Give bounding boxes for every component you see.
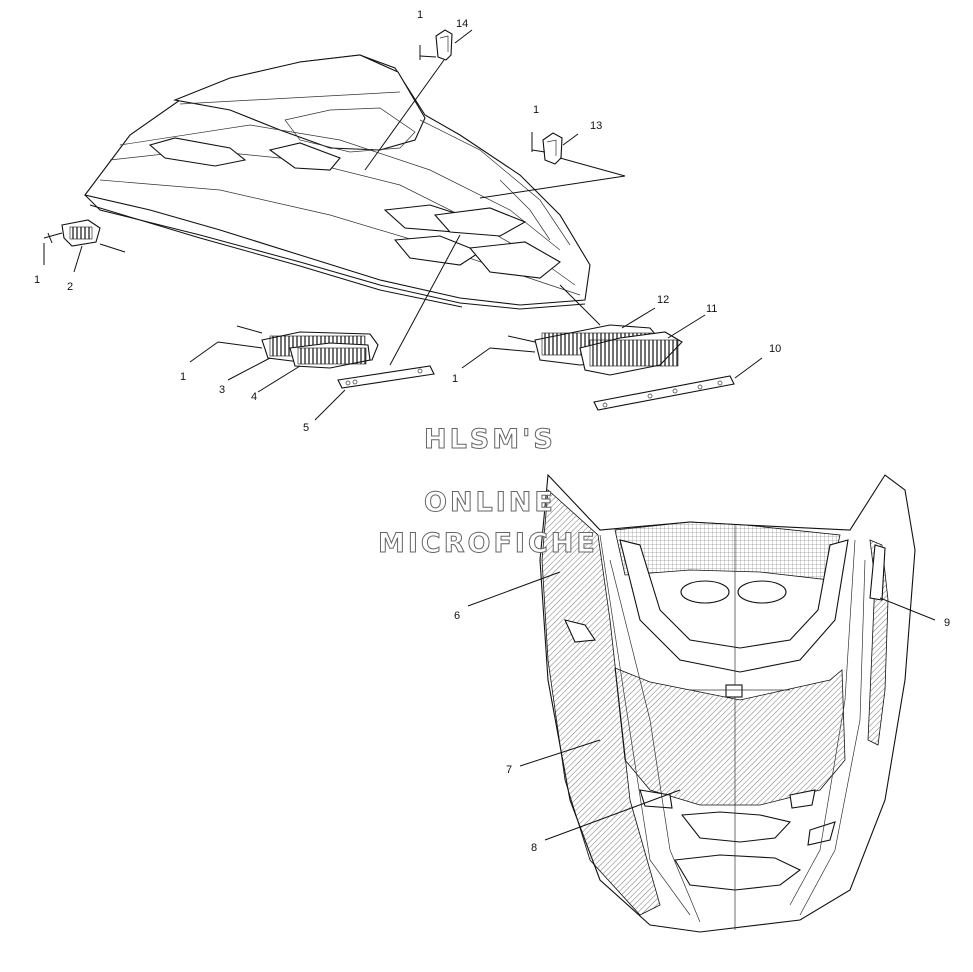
callout-10: 10 bbox=[769, 343, 781, 355]
hood-front-view bbox=[467, 473, 936, 933]
part-10-trim-strip bbox=[593, 357, 763, 411]
callout-2: 2 bbox=[67, 281, 73, 293]
callout-9: 9 bbox=[944, 617, 950, 629]
callout-1-top: 1 bbox=[417, 9, 423, 21]
callout-3: 3 bbox=[219, 384, 225, 396]
callout-6: 6 bbox=[454, 610, 460, 622]
callout-12: 12 bbox=[657, 294, 669, 306]
watermark: HLSM'S ONLINE MICROFICHE bbox=[378, 424, 598, 560]
part-5-trim-strip bbox=[314, 234, 461, 421]
hood-side-view bbox=[84, 54, 591, 310]
part-2-side-vent bbox=[43, 219, 126, 273]
parts-3-4-left-grille bbox=[189, 325, 379, 393]
callout-1-right: 1 bbox=[533, 104, 539, 116]
callout-8: 8 bbox=[531, 842, 537, 854]
watermark-line-1: HLSM'S bbox=[424, 424, 556, 455]
callout-1-left: 1 bbox=[34, 274, 40, 286]
part-14-small-vent bbox=[364, 29, 473, 171]
callout-14: 14 bbox=[456, 18, 468, 30]
callout-5: 5 bbox=[303, 422, 309, 434]
callout-7: 7 bbox=[506, 764, 512, 776]
callout-labels: 1 14 1 13 1 2 12 11 10 1 3 4 1 5 6 9 7 8 bbox=[34, 9, 950, 854]
callout-4: 4 bbox=[251, 391, 257, 403]
callout-1-mid-right: 1 bbox=[452, 373, 458, 385]
callout-13: 13 bbox=[590, 120, 602, 132]
callout-11: 11 bbox=[706, 303, 717, 315]
part-13-small-vent bbox=[479, 132, 626, 199]
callout-1-mid-left: 1 bbox=[180, 371, 186, 383]
watermark-line-2: ONLINE bbox=[424, 487, 556, 518]
watermark-line-3: MICROFICHE bbox=[378, 528, 598, 559]
parts-11-12-right-grille bbox=[461, 284, 706, 376]
